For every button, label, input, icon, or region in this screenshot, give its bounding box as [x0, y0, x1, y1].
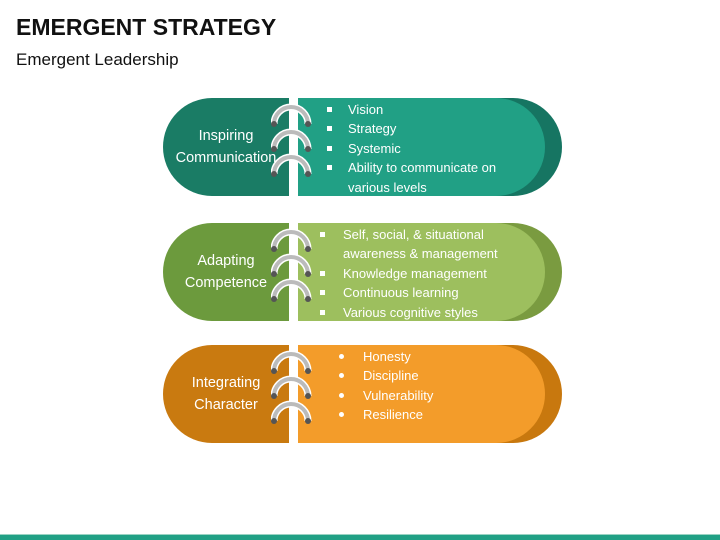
ring-icon	[271, 103, 312, 127]
footer-bar	[0, 534, 720, 540]
bullet-item: Various cognitive styles	[320, 303, 508, 322]
binder-rings	[271, 103, 312, 177]
details-panel	[298, 223, 545, 321]
bullet-item: Ability to communicate on various levels	[327, 158, 518, 197]
bullet-item: Systemic	[327, 139, 518, 158]
ring-icon	[271, 400, 312, 424]
bullet-item: Vision	[327, 100, 518, 119]
ring-icon	[271, 278, 312, 302]
ring-icon	[271, 253, 312, 277]
bullet-item: Knowledge management	[320, 264, 508, 283]
ring-icon	[271, 128, 312, 152]
bullet-item: Self, social, & situational awareness & …	[320, 225, 508, 264]
slide-subtitle: Emergent Leadership	[16, 50, 179, 69]
details-panel	[298, 98, 545, 196]
binder-rings	[271, 350, 312, 424]
ring-icon	[271, 350, 312, 374]
bullet-item: Discipline	[339, 366, 528, 385]
bullet-item: Resilience	[339, 405, 528, 424]
binder-rings	[271, 228, 312, 302]
bullet-item: Strategy	[327, 119, 518, 138]
bullet-item: Honesty	[339, 347, 528, 366]
ring-icon	[271, 228, 312, 252]
ring-icon	[271, 153, 312, 177]
slide-title: EMERGENT STRATEGY	[16, 14, 277, 40]
bullet-list: Self, social, & situational awareness & …	[320, 225, 508, 322]
bullet-item: Continuous learning	[320, 283, 508, 302]
bullet-item: Vulnerability	[339, 386, 528, 405]
ring-icon	[271, 375, 312, 399]
